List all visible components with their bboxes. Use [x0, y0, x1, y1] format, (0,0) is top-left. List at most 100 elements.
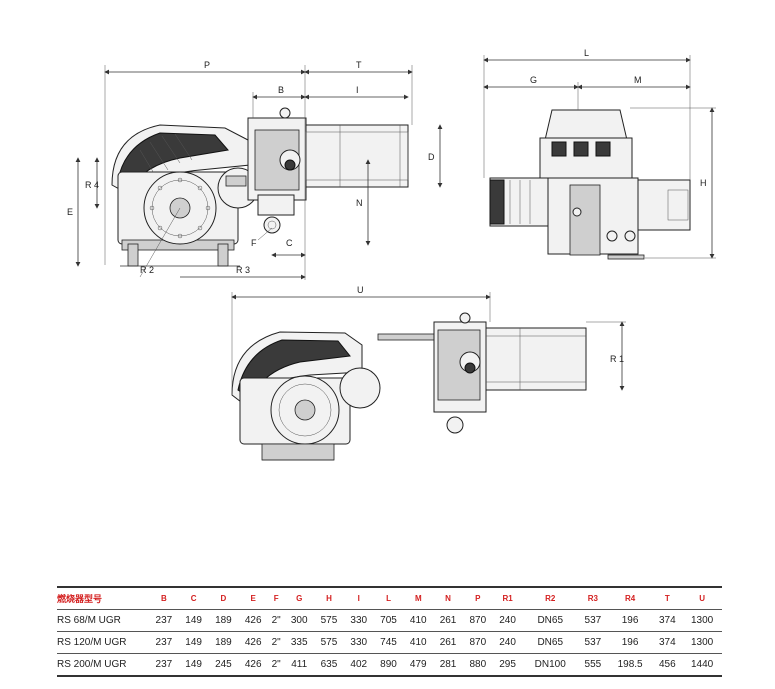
- table-cell: 410: [403, 609, 434, 632]
- side-view: P T B I D R 4 E N C F R 3 R 2: [67, 60, 443, 280]
- table-cell: 149: [178, 609, 209, 632]
- dim-label-R4: R 4: [85, 180, 99, 190]
- table-cell: DN100: [522, 653, 578, 677]
- table-cell: 745: [373, 631, 404, 654]
- table-cell: DN65: [522, 631, 578, 654]
- table-cell: 870: [462, 631, 493, 654]
- table-cell: 189: [208, 631, 239, 654]
- table-header-cell: 燃烧器型号: [57, 586, 149, 610]
- table-cell: 555: [578, 653, 608, 677]
- table-header-cell: C: [178, 586, 209, 610]
- dim-label-C: C: [286, 238, 293, 248]
- table-cell: 880: [462, 653, 493, 677]
- table-header-cell: G: [284, 586, 315, 610]
- table-header-cell: B: [149, 586, 179, 610]
- table-cell: 237: [149, 609, 179, 632]
- table-row: RS 68/M UGR 237 149 189 426 2" 300 575 3…: [57, 609, 722, 632]
- table-cell: RS 68/M UGR: [57, 609, 149, 632]
- table-cell: 479: [403, 653, 434, 677]
- dim-label-R2: R 2: [140, 265, 154, 275]
- table-header-cell: H: [314, 586, 344, 610]
- dim-label-I: I: [356, 85, 359, 95]
- table-cell: 240: [492, 631, 523, 654]
- table-cell: 410: [403, 631, 434, 654]
- table-cell: 196: [607, 609, 653, 632]
- table-cell: 300: [284, 609, 315, 632]
- burner-dimension-drawing: P T B I D R 4 E N C F R 3 R 2: [67, 48, 716, 461]
- table-header-cell: T: [652, 586, 683, 610]
- dim-label-L: L: [584, 48, 589, 58]
- table-row: RS 120/M UGR 237 149 189 426 2" 335 575 …: [57, 631, 722, 654]
- table-header-cell: U: [682, 586, 722, 610]
- dimension-table: 燃烧器型号 B C D E F G H I L M N P R1 R2 R3 R…: [57, 586, 722, 677]
- table-header-cell: E: [238, 586, 269, 610]
- table-cell: 456: [652, 653, 683, 677]
- table-cell: DN65: [522, 609, 578, 632]
- table-row: RS 200/M UGR 237 149 245 426 2" 411 635 …: [57, 653, 722, 677]
- table-header-cell: R3: [578, 586, 608, 610]
- table-cell: 890: [373, 653, 404, 677]
- table-header-cell: L: [373, 586, 404, 610]
- table-cell: 537: [578, 631, 608, 654]
- dim-label-H: H: [700, 178, 707, 188]
- dim-label-E: E: [67, 207, 73, 217]
- table-cell: 411: [284, 653, 315, 677]
- table-header-cell: N: [433, 586, 463, 610]
- table-cell: 426: [238, 653, 269, 677]
- dim-label-N: N: [356, 198, 363, 208]
- dim-label-U: U: [357, 285, 364, 295]
- table-cell: 240: [492, 609, 523, 632]
- table-cell: 295: [492, 653, 523, 677]
- table-header-cell: I: [343, 586, 374, 610]
- table-header-cell: R4: [607, 586, 653, 610]
- dim-label-T: T: [356, 60, 362, 70]
- table-cell: 635: [314, 653, 344, 677]
- table-header-cell: R2: [522, 586, 578, 610]
- table-cell: 1300: [682, 609, 722, 632]
- table-cell: 196: [607, 631, 653, 654]
- table-cell: 575: [314, 609, 344, 632]
- table-cell: 245: [208, 653, 239, 677]
- table-cell: 426: [238, 609, 269, 632]
- dim-label-G: G: [530, 75, 537, 85]
- table-cell: 149: [178, 631, 209, 654]
- open-service-view: U R 1: [231, 285, 626, 461]
- table-cell: 281: [433, 653, 463, 677]
- table-cell: 870: [462, 609, 493, 632]
- table-header-cell: P: [462, 586, 493, 610]
- table-cell: 198.5: [607, 653, 653, 677]
- table-cell: 374: [652, 609, 683, 632]
- dim-label-P: P: [204, 60, 210, 70]
- table-cell: 189: [208, 609, 239, 632]
- table-cell: 149: [178, 653, 209, 677]
- table-header-cell: R1: [492, 586, 523, 610]
- table-header-cell: D: [208, 586, 239, 610]
- dim-label-M: M: [634, 75, 642, 85]
- table-cell: 402: [343, 653, 374, 677]
- table-header-row: 燃烧器型号 B C D E F G H I L M N P R1 R2 R3 R…: [57, 586, 722, 610]
- table-cell: 1440: [682, 653, 722, 677]
- dim-label-R1: R 1: [610, 354, 624, 364]
- table-cell: 2": [268, 609, 285, 632]
- table-cell: 2": [268, 653, 285, 677]
- table-cell: 237: [149, 653, 179, 677]
- table-cell: 330: [343, 631, 374, 654]
- dim-label-F: F: [251, 238, 257, 248]
- dim-label-D: D: [428, 152, 435, 162]
- table-cell: 335: [284, 631, 315, 654]
- table-cell: RS 200/M UGR: [57, 653, 149, 677]
- table-header-cell: F: [268, 586, 285, 610]
- table-cell: 705: [373, 609, 404, 632]
- table-cell: 237: [149, 631, 179, 654]
- dim-label-B: B: [278, 85, 284, 95]
- table-cell: 374: [652, 631, 683, 654]
- table-cell: 575: [314, 631, 344, 654]
- table-cell: 2": [268, 631, 285, 654]
- table-cell: 330: [343, 609, 374, 632]
- table-cell: 426: [238, 631, 269, 654]
- front-view: L G M H: [483, 48, 716, 260]
- table-cell: 1300: [682, 631, 722, 654]
- table-cell: 261: [433, 631, 463, 654]
- table-cell: 261: [433, 609, 463, 632]
- table-header-cell: M: [403, 586, 434, 610]
